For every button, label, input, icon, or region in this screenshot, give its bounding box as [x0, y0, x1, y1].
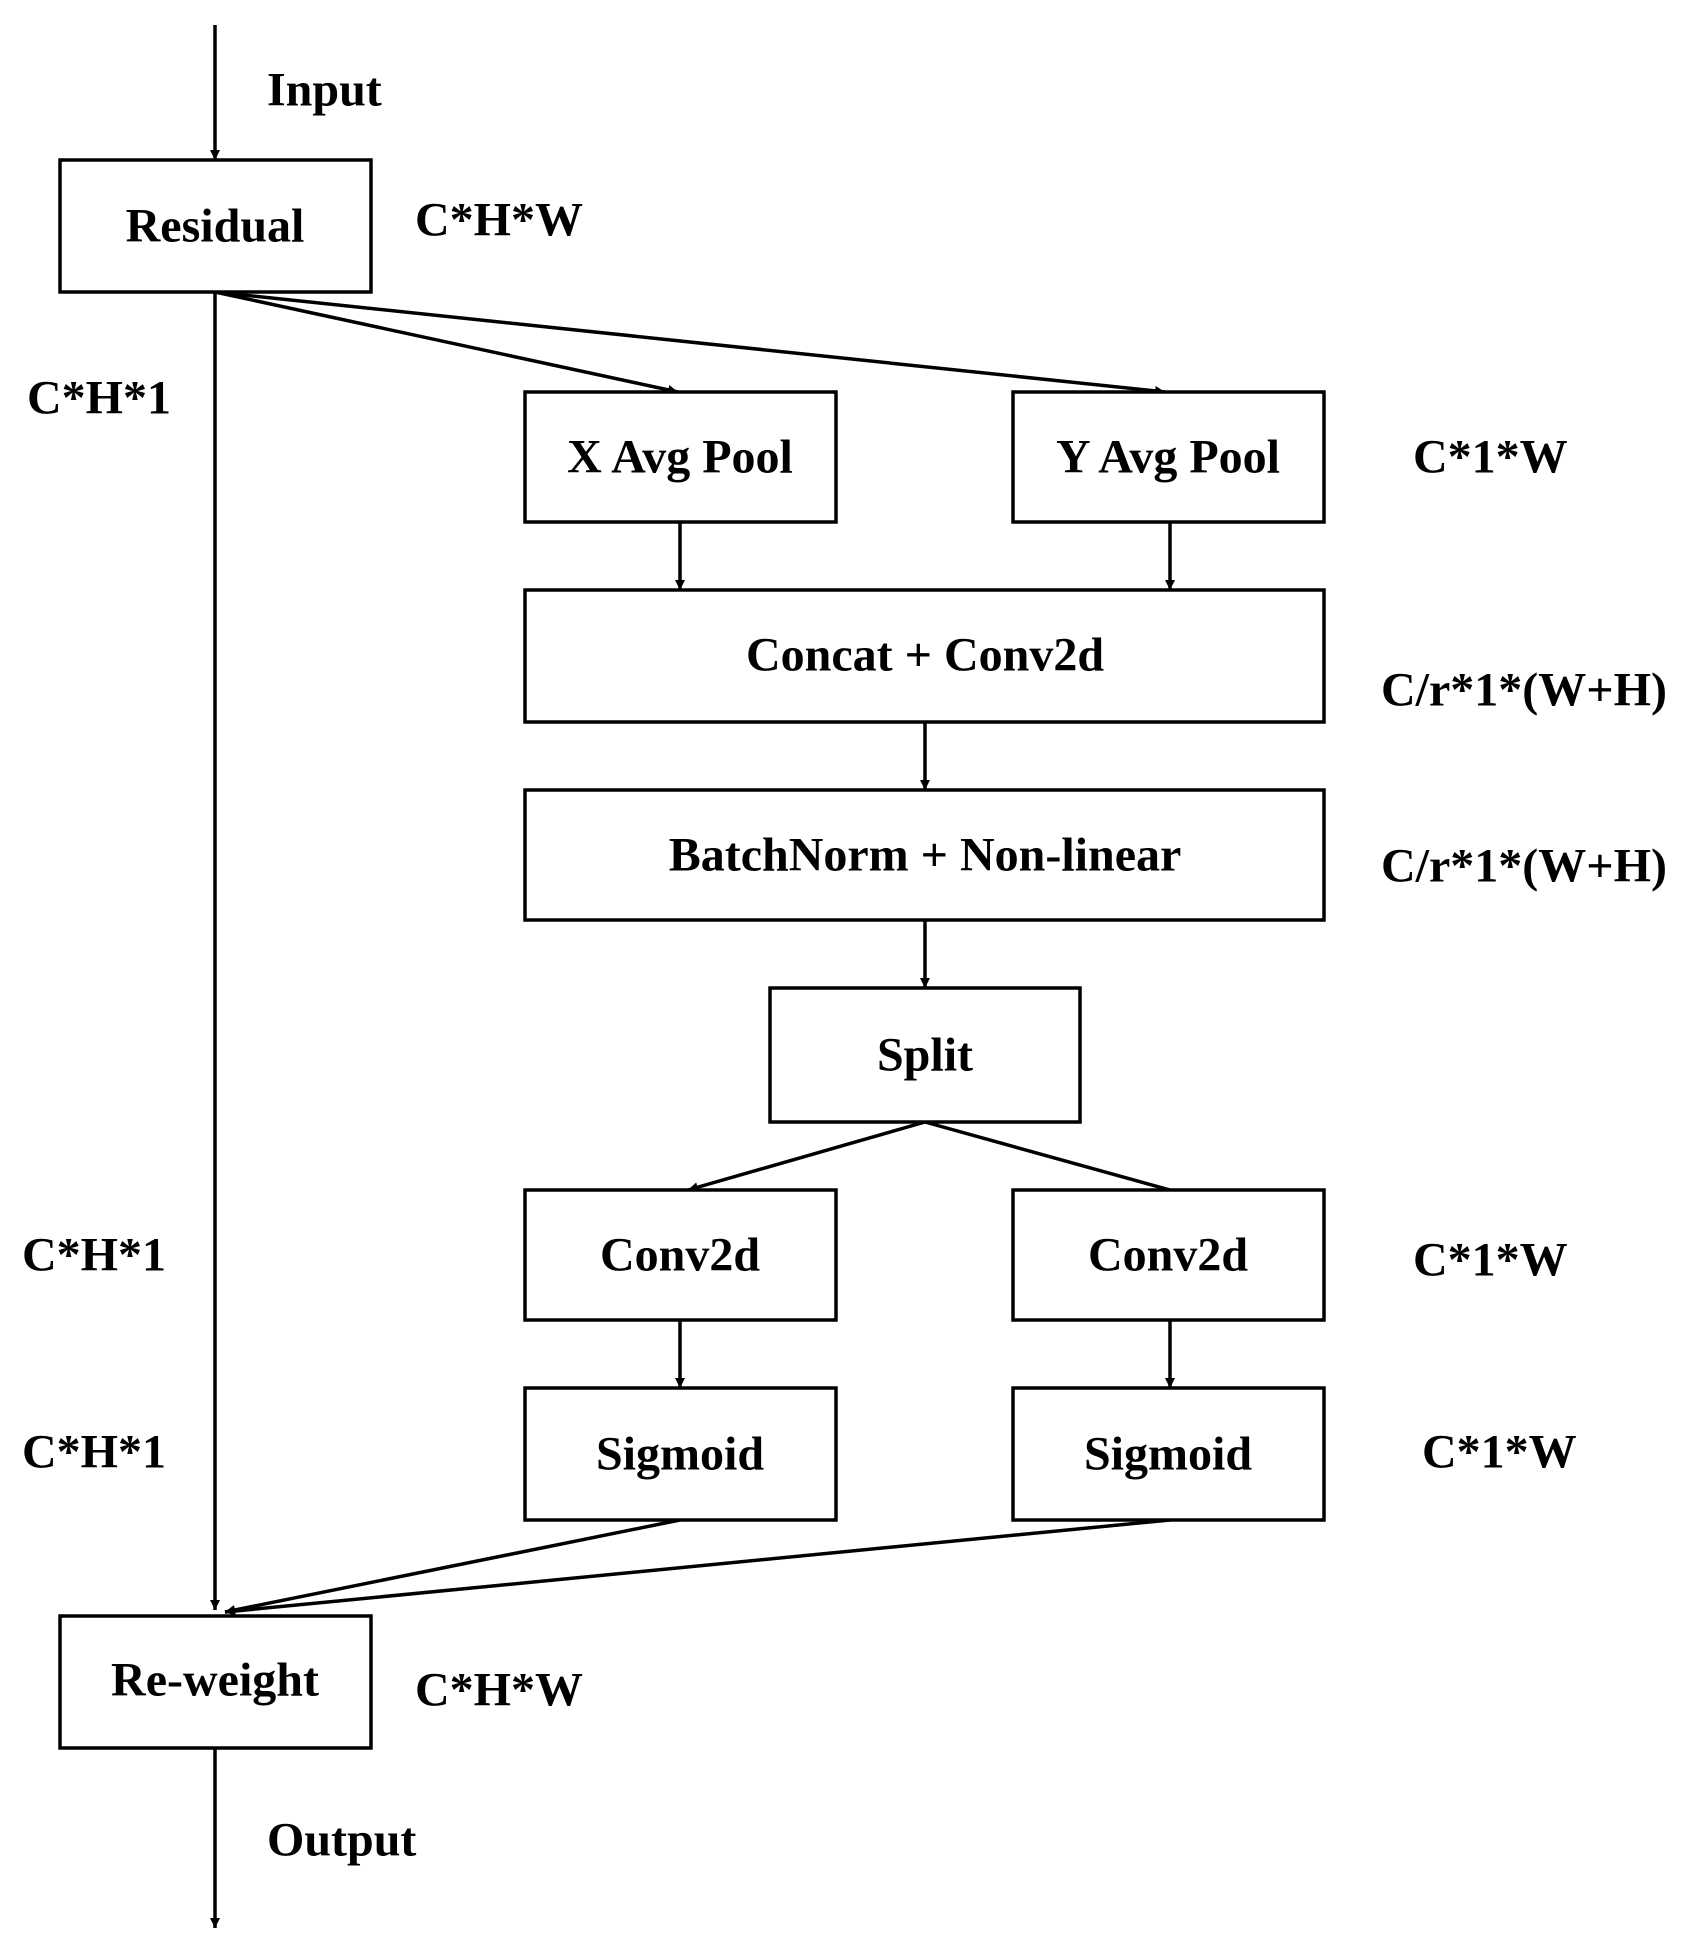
- split-label: Split: [877, 1029, 973, 1082]
- split-to-conv-left-arrow: [687, 1120, 926, 1193]
- residual-to-y-pool-arrow: [214, 290, 1166, 396]
- residual-to-x-pool-arrow: [214, 290, 679, 395]
- output-label: Output: [267, 1814, 416, 1867]
- sigmoid-left-label: Sigmoid: [596, 1428, 764, 1481]
- residual-label: Residual: [126, 200, 305, 253]
- conv-right-shape-label: C*1*W: [1413, 1234, 1568, 1287]
- concat-shape-label: C/r*1*(W+H): [1381, 664, 1667, 717]
- conv-left-shape-label: C*H*1: [22, 1229, 166, 1282]
- reweight-box: Re-weight: [58, 1614, 373, 1750]
- reweight-label: Re-weight: [111, 1654, 319, 1707]
- sigmoid-left-to-reweight-arrow: [224, 1518, 681, 1615]
- batchnorm-shape-label: C/r*1*(W+H): [1381, 840, 1667, 893]
- x-avg-pool-box: X Avg Pool: [523, 390, 838, 524]
- pool-shape-label: C*1*W: [1413, 431, 1568, 484]
- input-label: Input: [267, 64, 382, 117]
- conv-right-label: Conv2d: [1088, 1229, 1248, 1282]
- concat-conv-box: Concat + Conv2d: [523, 588, 1326, 724]
- y-avg-pool-box: Y Avg Pool: [1011, 390, 1326, 524]
- conv-left-box: Conv2d: [523, 1188, 838, 1322]
- split-box: Split: [768, 986, 1082, 1124]
- x-avg-pool-label: X Avg Pool: [567, 431, 793, 484]
- y-avg-pool-label: Y Avg Pool: [1056, 431, 1280, 484]
- sigmoid-left-shape-label: C*H*1: [22, 1426, 166, 1479]
- conv-left-label: Conv2d: [600, 1229, 760, 1282]
- reweight-shape-label: C*H*W: [415, 1664, 583, 1717]
- conv-right-box: Conv2d: [1011, 1188, 1326, 1322]
- skip-top-shape-label: C*H*1: [27, 372, 171, 425]
- concat-conv-label: Concat + Conv2d: [746, 629, 1104, 682]
- residual-shape-label: C*H*W: [415, 194, 583, 247]
- sigmoid-right-label: Sigmoid: [1084, 1428, 1252, 1481]
- sigmoid-right-shape-label: C*1*W: [1422, 1426, 1577, 1479]
- batchnorm-label: BatchNorm + Non-linear: [669, 829, 1182, 882]
- residual-box: Residual: [58, 158, 373, 294]
- edges: [210, 25, 1175, 1928]
- sigmoid-right-to-reweight-arrow: [224, 1518, 1171, 1617]
- sigmoid-left-box: Sigmoid: [523, 1386, 838, 1522]
- sigmoid-right-box: Sigmoid: [1011, 1386, 1326, 1522]
- batchnorm-box: BatchNorm + Non-linear: [523, 788, 1326, 922]
- split-to-conv-right-line: [924, 1120, 1171, 1192]
